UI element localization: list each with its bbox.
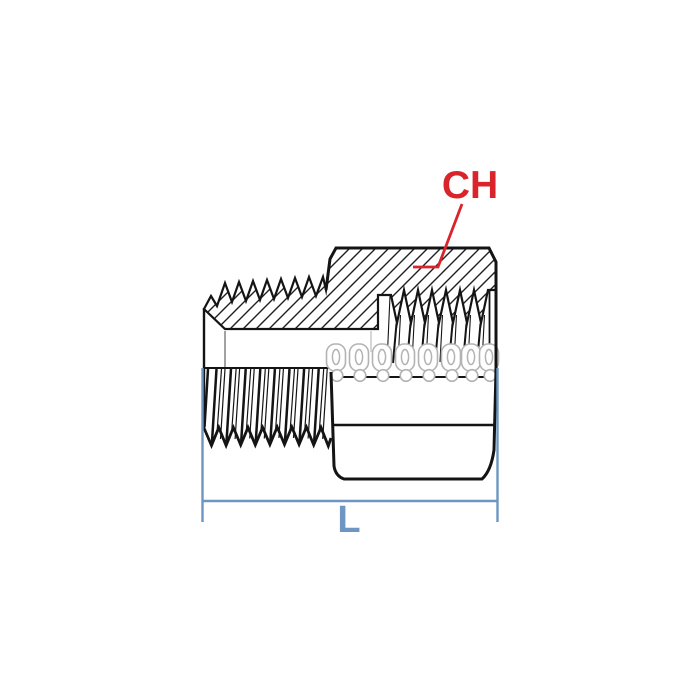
length-label: L (337, 499, 360, 541)
hex-size-label: CH (442, 164, 498, 207)
thread-root-scallop (394, 343, 416, 383)
thread-root-scallop (348, 343, 370, 383)
sectioned-body (202, 246, 498, 331)
bore-lines (204, 331, 372, 369)
hex-flat-lines (331, 376, 496, 427)
male-thread-helix-thick (203, 368, 320, 443)
thread-root-scallop (371, 343, 393, 383)
thread-root-scallops (325, 343, 500, 383)
flank-lines-thin (386, 295, 486, 363)
section-hatch-region (202, 246, 498, 331)
leader-line (413, 203, 464, 269)
male-thread-external (202, 368, 333, 451)
fitting-silhouette (202, 246, 498, 481)
hex-body-outline (324, 246, 498, 481)
length-dimension: L (201, 368, 499, 541)
male-thread-crest-zigzag (202, 423, 333, 451)
thread-root-scallop (325, 343, 347, 383)
thread-root-scallop (440, 343, 462, 383)
male-thread-helix-thin (216, 368, 328, 440)
thread-root-scallop (460, 343, 482, 383)
thread-root-scallop (417, 343, 439, 383)
hex-size-callout: CH (413, 164, 498, 269)
